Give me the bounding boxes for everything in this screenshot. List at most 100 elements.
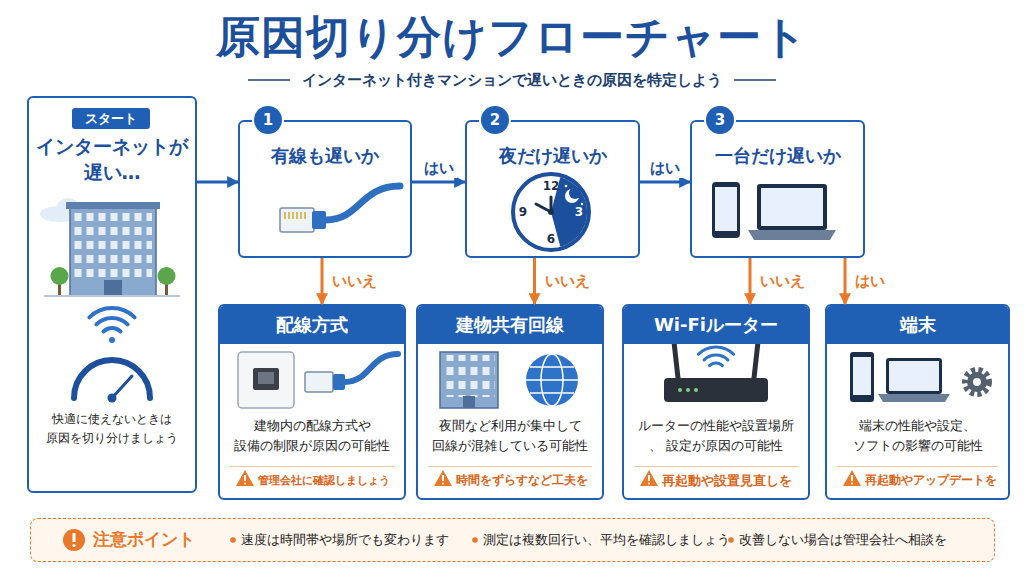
lan-cable-icon — [300, 212, 302, 219]
device-icons — [748, 230, 836, 240]
wifi-icon — [96, 318, 127, 324]
step-number: 1 — [254, 106, 282, 134]
note-box: 注意ポイント速度は時間帯や場所でも変わります測定は複数回行い、平均を確認しましょ… — [30, 518, 995, 562]
clock-icon — [569, 187, 581, 199]
device-gear-icon — [965, 370, 989, 394]
lan-cable-icon — [296, 212, 298, 219]
router-icon — [664, 342, 768, 402]
decision-box: 1有線も遅いか — [238, 120, 412, 258]
note-icon — [63, 529, 85, 551]
shared-line-icon — [526, 354, 578, 406]
lan-cable-icon — [312, 211, 326, 229]
wall-outlet-icon — [345, 354, 398, 382]
router-icon — [698, 347, 733, 366]
building-icon — [66, 202, 160, 296]
warning-icon — [434, 470, 452, 486]
badge-text: スタート — [72, 108, 150, 129]
router-icon — [698, 347, 733, 354]
wifi-icon — [104, 328, 121, 332]
start-note: 快適に使えないときは 原因を切り分けましょう — [35, 410, 189, 452]
note-item: 改善しない場合は管理会社へ相談を — [739, 519, 989, 560]
subtitle-rule — [248, 79, 290, 81]
ground-line — [44, 295, 180, 297]
subtitle: インターネット付きマンションで遅いときの原因を特定しよう — [300, 69, 724, 91]
warning-icon — [244, 483, 246, 485]
device-gear-icon — [850, 352, 874, 402]
device-gear-icon — [878, 394, 950, 402]
device-gear-icon — [850, 352, 989, 402]
device-gear-icon — [973, 378, 981, 386]
edge-label: はい — [852, 271, 888, 291]
tree-icon — [58, 280, 61, 296]
router-icon — [754, 342, 758, 378]
bullet-dot — [230, 537, 734, 543]
shared-line-icon — [541, 354, 563, 406]
step-number-text: 1 — [254, 106, 282, 134]
no-arrow — [533, 258, 536, 304]
bullet-dot — [728, 537, 734, 543]
card-action: 再起動や設置見直しを — [634, 466, 798, 494]
clock-numeral: 9 — [511, 204, 535, 220]
bullet-dot — [230, 537, 236, 543]
start-badge: スタート — [72, 108, 150, 129]
clock-icon — [536, 204, 551, 212]
step-number-text: 2 — [481, 106, 509, 134]
clock-numeral: 12 — [539, 178, 563, 194]
tree-icon — [158, 267, 176, 285]
clock-icon — [565, 185, 568, 188]
step-number: 3 — [706, 106, 734, 134]
wifi-icon — [89, 308, 134, 317]
router-icon — [678, 388, 682, 392]
lan-cable-icon — [304, 212, 306, 219]
bullet-dot — [472, 537, 478, 543]
lan-cable-icon — [284, 212, 286, 219]
clock-icon — [581, 203, 583, 205]
note-icon — [72, 544, 75, 547]
note-heading: 注意ポイント — [93, 519, 233, 560]
wall-outlet-icon — [258, 372, 274, 384]
router-icon — [674, 342, 678, 378]
router-icon — [710, 363, 723, 366]
router-icon — [694, 388, 698, 392]
subtitle-rule — [734, 79, 776, 81]
card-action: 再起動やアップデートを — [837, 466, 998, 494]
card-body: 端末の性能や設定、 ソフトの影響の可能性 — [835, 416, 1000, 458]
card-heading: Wi-Fiルーター — [624, 306, 808, 344]
warning-icon — [640, 470, 658, 486]
yes-arrow — [197, 181, 238, 184]
warning-icon — [236, 470, 254, 486]
router-icon — [664, 378, 768, 402]
decision-box: 3一台だけ遅いか — [690, 120, 865, 258]
warning-icon — [442, 475, 444, 481]
building-icon — [104, 280, 122, 296]
wall-outlet-icon — [238, 352, 398, 408]
tree-icon — [51, 267, 69, 285]
card-action: 管理会社に確認しましょう — [230, 466, 394, 494]
wall-outlet-icon — [333, 374, 345, 390]
card-heading: 建物共有回線 — [418, 306, 602, 344]
device-gear-icon — [853, 357, 871, 395]
warning-icon — [843, 470, 861, 486]
card-heading: 端末 — [827, 306, 1008, 344]
yes-arrow — [640, 181, 690, 184]
result-card: Wi-Fiルータールーターの性能や設置場所、 設定が原因の可能性再起動や設置見直… — [622, 304, 810, 500]
edge-label: いいえ — [757, 271, 808, 291]
card-body: 建物内の配線方式や 設備の制限が原因の可能性 — [228, 416, 396, 458]
shared-line-icon — [443, 355, 495, 397]
note-item: 測定は複数回行い、平均を確認しましょう — [483, 519, 735, 560]
speed-gauge — [112, 376, 132, 398]
wifi-icon — [109, 337, 115, 343]
tree-icon — [51, 267, 176, 296]
device-gear-icon — [886, 358, 942, 394]
device-icons — [715, 187, 737, 231]
clock-numeral: 3 — [567, 204, 591, 220]
warning-icon — [244, 475, 246, 481]
wall-outlet-icon — [238, 352, 294, 408]
no-arrow — [321, 258, 324, 304]
router-icon — [686, 388, 690, 392]
device-icons — [757, 184, 827, 230]
speed-gauge — [108, 394, 117, 403]
edge-label: いいえ — [329, 271, 380, 291]
building-icon — [66, 202, 160, 209]
